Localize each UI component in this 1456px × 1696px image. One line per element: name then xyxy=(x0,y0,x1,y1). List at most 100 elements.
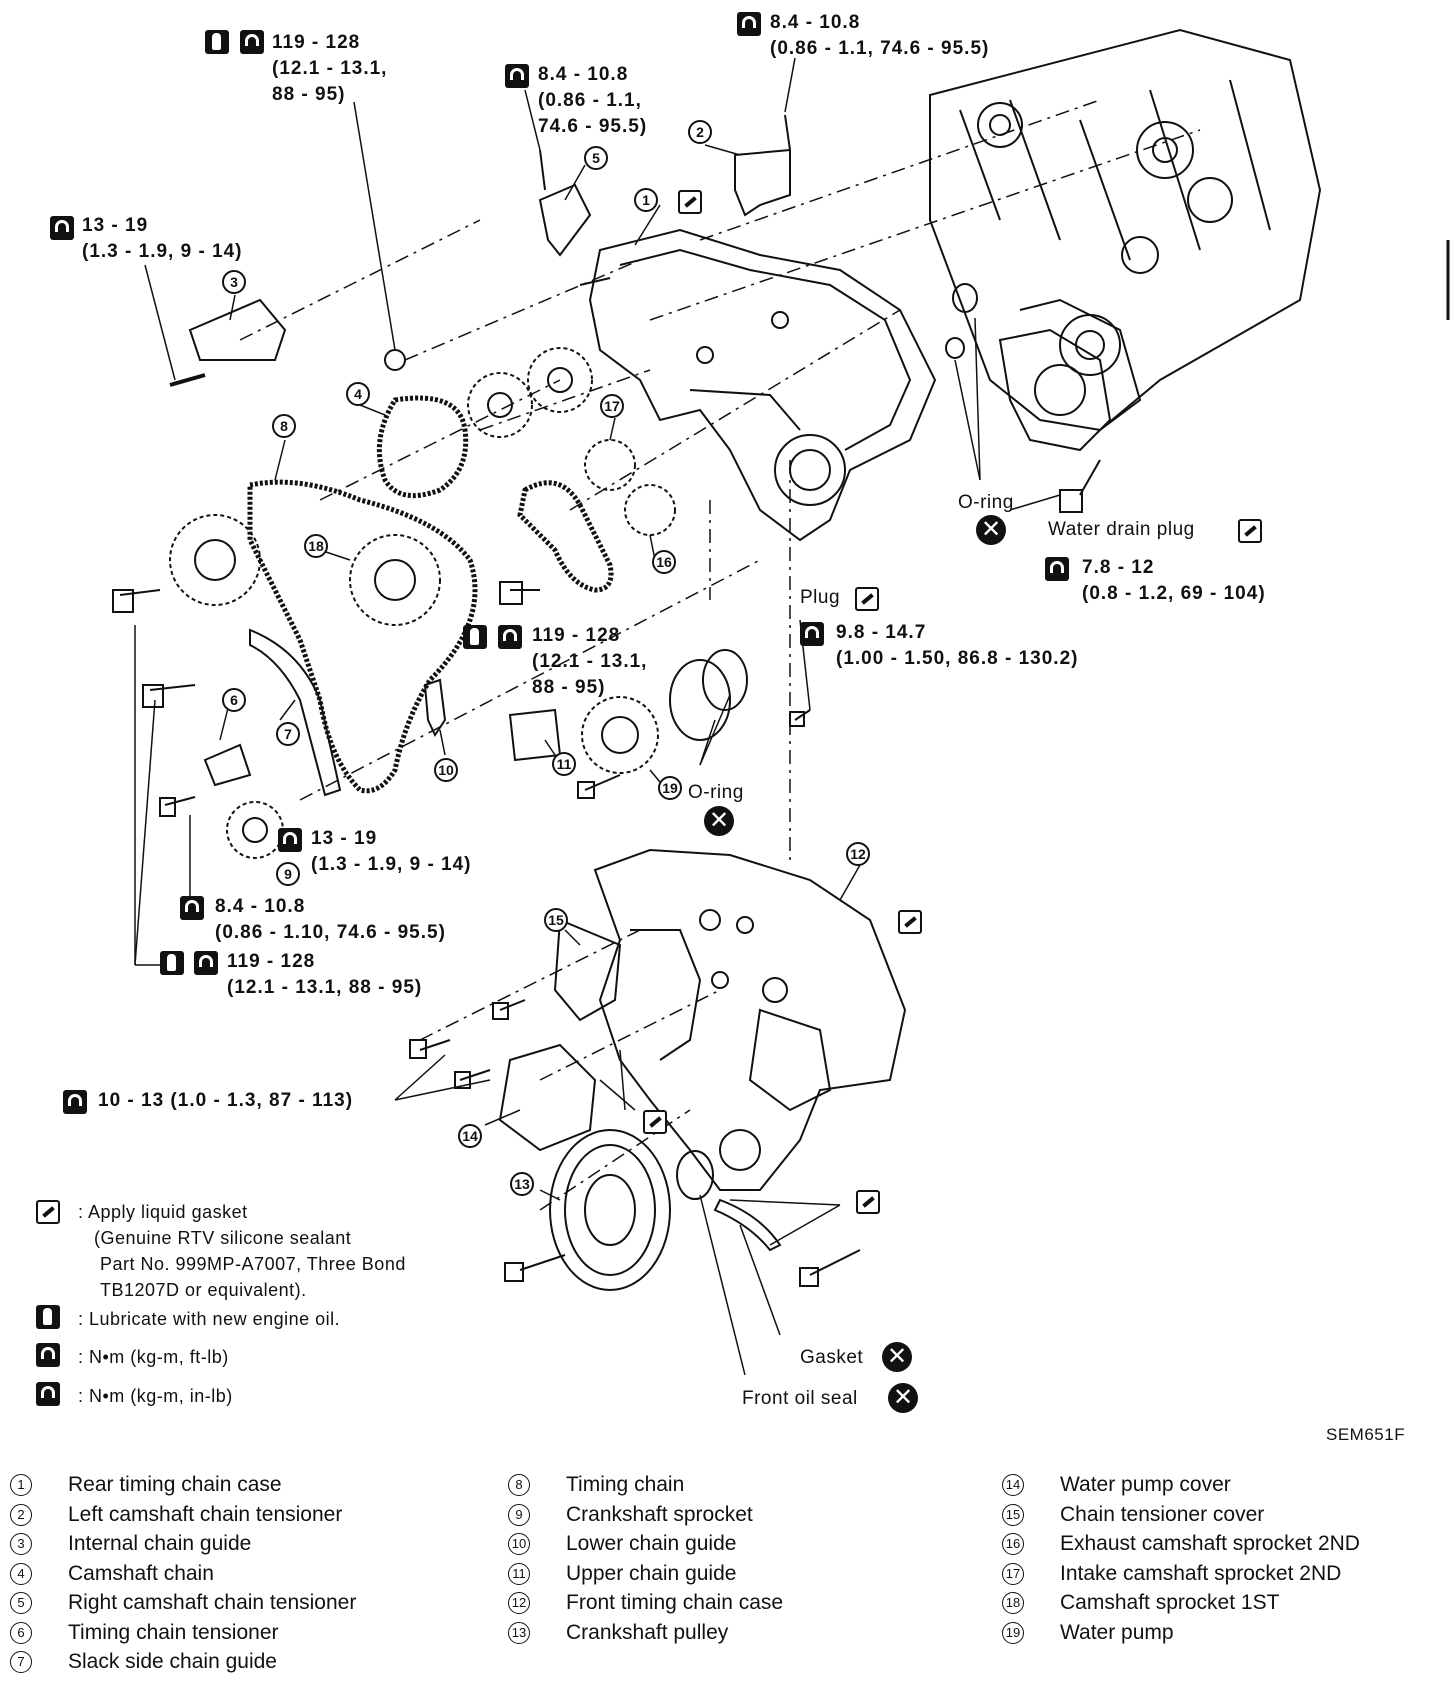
torque-wrench-icon xyxy=(50,216,74,240)
oil-icon xyxy=(36,1305,60,1329)
upper-sprockets xyxy=(384,347,593,438)
torque-label: (1.3 - 1.9, 9 - 14) xyxy=(311,854,472,875)
torque-label: (1.00 - 1.50, 86.8 - 130.2) xyxy=(836,648,1079,669)
torque-label: (0.8 - 1.2, 69 - 104) xyxy=(1082,583,1266,604)
part-number-19: 19 xyxy=(658,776,682,800)
part-number-13: 13 xyxy=(510,1172,534,1196)
legend-gasket-detail: TB1207D or equivalent). xyxy=(100,1280,307,1300)
torque-wrench-icon xyxy=(278,828,302,852)
do-not-reuse-icon: ✕ xyxy=(882,1342,912,1372)
torque-wrench-inlb-icon xyxy=(36,1382,60,1406)
oil-icon xyxy=(205,30,229,54)
torque-label: (12.1 - 13.1, 88 - 95) xyxy=(227,977,423,998)
liquid-gasket-icon xyxy=(678,190,702,214)
front-oil-seal-label: Front oil seal xyxy=(742,1388,858,1409)
engine-lower-right xyxy=(998,328,1112,452)
torque-wrench-icon xyxy=(194,951,218,975)
part-number-9: 9 xyxy=(276,862,300,886)
part-number-6: 6 xyxy=(222,688,246,712)
part-number-14: 14 xyxy=(458,1124,482,1148)
camshaft-chain-shape xyxy=(376,395,469,499)
gasket-label: Gasket xyxy=(800,1347,864,1368)
engine-block xyxy=(929,28,1322,432)
part-number-18: 18 xyxy=(304,534,328,558)
o-ring-label: O-ring xyxy=(688,782,744,803)
liquid-gasket-icon xyxy=(643,1110,667,1134)
part-number-10: 10 xyxy=(434,758,458,782)
part-number-15: 15 xyxy=(544,908,568,932)
internal-chain-guide-shape xyxy=(188,298,287,361)
torque-wrench-inlb-icon xyxy=(1045,557,1069,581)
torque-label: (0.86 - 1.10, 74.6 - 95.5) xyxy=(215,922,446,943)
legend-oil: : Lubricate with new engine oil. xyxy=(78,1309,341,1329)
torque-label: 8.4 - 10.8 xyxy=(538,64,629,85)
rear-timing-chain-case xyxy=(588,228,937,542)
figure-code: SEM651F xyxy=(1326,1425,1406,1444)
oil-icon xyxy=(463,625,487,649)
part-number-2: 2 xyxy=(688,120,712,144)
legend-nm-inlb: : N•m (kg-m, in-lb) xyxy=(78,1386,233,1406)
torque-label: 9.8 - 14.7 xyxy=(836,622,927,643)
legend-nm-ftlb: : N•m (kg-m, ft-lb) xyxy=(78,1347,229,1367)
liquid-gasket-icon xyxy=(898,910,922,934)
torque-label: (12.1 - 13.1, xyxy=(272,58,388,79)
torque-label: 8.4 - 10.8 xyxy=(770,12,861,33)
torque-wrench-inlb-icon xyxy=(800,622,824,646)
torque-wrench-inlb-icon xyxy=(505,64,529,88)
liquid-gasket-icon xyxy=(1238,519,1262,543)
liquid-gasket-icon xyxy=(855,587,879,611)
part-number-1: 1 xyxy=(634,188,658,212)
part-number-4: 4 xyxy=(346,382,370,406)
assembly-lines xyxy=(239,99,1201,1211)
part-number-16: 16 xyxy=(652,550,676,574)
torque-wrench-inlb-icon xyxy=(63,1090,87,1114)
plug-label: Plug xyxy=(800,587,841,608)
torque-label: 7.8 - 12 xyxy=(1082,557,1155,578)
torque-label: 13 - 19 xyxy=(82,215,149,236)
liquid-gasket-icon xyxy=(856,1190,880,1214)
legend-gasket: : Apply liquid gasket xyxy=(78,1202,248,1222)
torque-wrench-icon xyxy=(36,1343,60,1367)
part-number-12: 12 xyxy=(846,842,870,866)
torque-wrench-icon xyxy=(498,625,522,649)
torque-label: 88 - 95) xyxy=(532,677,606,698)
legend-gasket-detail: (Genuine RTV silicone sealant xyxy=(94,1228,352,1248)
liquid-gasket-icon xyxy=(36,1200,60,1224)
timing-chain-shape xyxy=(247,479,478,794)
torque-label: 8.4 - 10.8 xyxy=(215,896,306,917)
do-not-reuse-icon: ✕ xyxy=(976,515,1006,545)
torque-wrench-icon xyxy=(240,30,264,54)
part-number-11: 11 xyxy=(552,752,576,776)
part-number-3: 3 xyxy=(222,270,246,294)
torque-label: 119 - 128 xyxy=(532,625,621,646)
torque-label: 119 - 128 xyxy=(272,32,361,53)
do-not-reuse-icon: ✕ xyxy=(888,1383,918,1413)
legend-gasket-detail: Part No. 999MP-A7007, Three Bond xyxy=(100,1254,406,1274)
torque-label: 74.6 - 95.5) xyxy=(538,116,648,137)
torque-label: (0.86 - 1.1, 74.6 - 95.5) xyxy=(770,38,990,59)
part-number-5: 5 xyxy=(584,146,608,170)
torque-label: 13 - 19 xyxy=(311,828,378,849)
water-drain-plug-label: Water drain plug xyxy=(1048,519,1195,540)
torque-label: 119 - 128 xyxy=(227,951,316,972)
o-ring-label: O-ring xyxy=(958,492,1014,513)
